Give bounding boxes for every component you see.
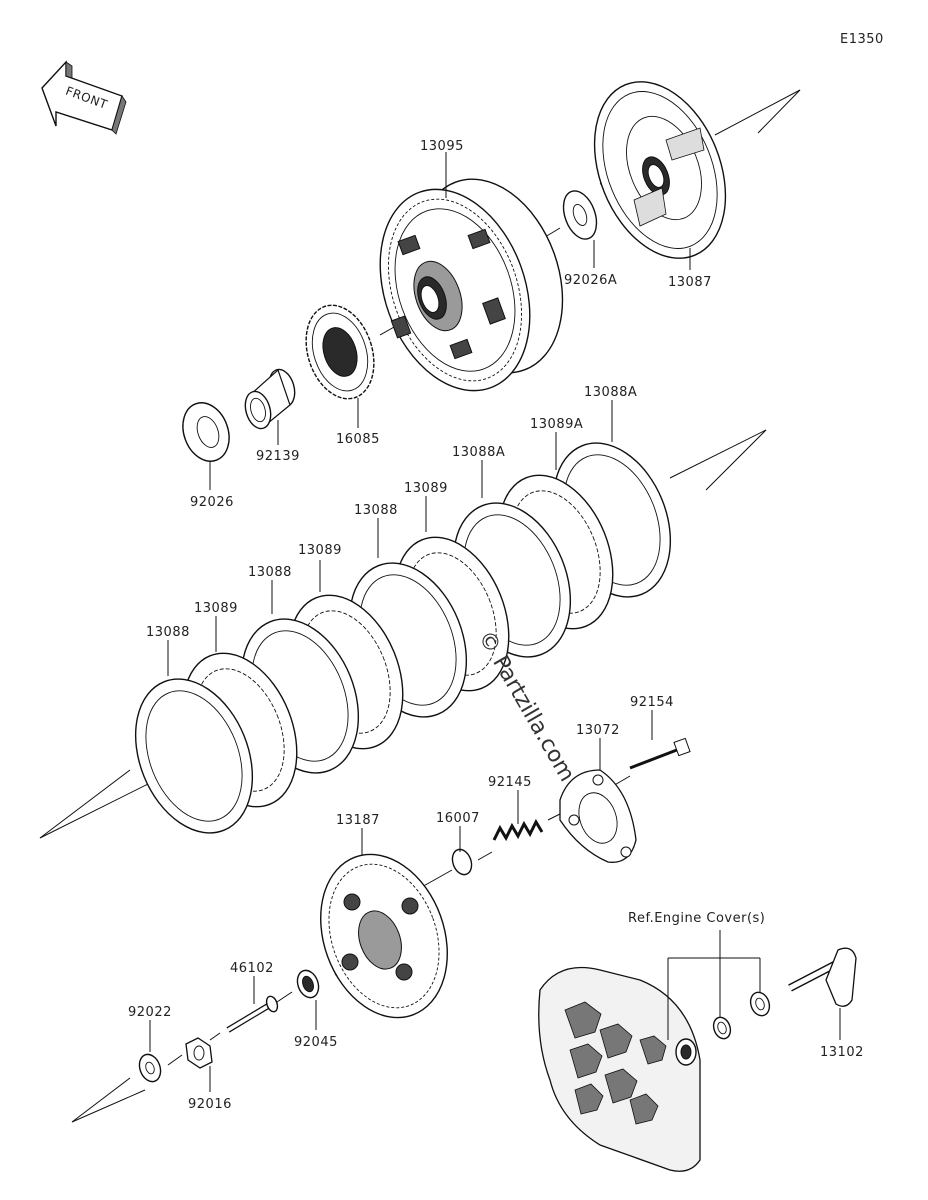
label-13187[interactable]: 13187 [336,813,380,828]
ref-engine-cover-note: Ref.Engine Cover(s) [628,911,765,926]
label-13089-c[interactable]: 13089 [194,601,238,616]
label-13089A[interactable]: 13089A [530,417,583,432]
part-92154-bolt [629,737,691,770]
part-92016-nut [185,1037,213,1069]
label-13087[interactable]: 13087 [668,275,712,290]
label-92045[interactable]: 92045 [294,1035,338,1050]
label-13088A-top[interactable]: 13088A [584,385,637,400]
label-92026[interactable]: 92026 [190,495,234,510]
clutch-plate-stack [134,442,672,834]
part-92139-bushing [244,368,296,430]
label-13088-b[interactable]: 13088 [248,565,292,580]
label-16085[interactable]: 16085 [336,432,380,447]
part-92026A-washer [562,190,598,240]
engine-cover-reference [538,966,701,1172]
leader-lines [149,152,841,1092]
part-46102-pushrod [226,995,279,1033]
ref-seal-parts [667,930,771,1040]
label-92022[interactable]: 92022 [128,1005,172,1020]
label-13088-a[interactable]: 13088 [354,503,398,518]
part-92022-washer [138,1053,162,1083]
part-labels: 13095 13087 92026A 16085 92139 92026 130… [128,139,864,1112]
part-16085-gear [305,304,375,400]
diagram-code: E1350 [840,32,884,47]
part-13102-release-shaft [788,947,857,1007]
label-92154[interactable]: 92154 [630,695,674,710]
label-16007[interactable]: 16007 [436,811,480,826]
part-92045-bearing [296,969,320,999]
label-13089-a[interactable]: 13089 [404,481,448,496]
label-92145[interactable]: 92145 [488,775,532,790]
part-92026-washer [182,402,230,462]
front-arrow-icon: FRONT [41,60,127,135]
part-13095-clutch-hub-gear [379,178,564,392]
label-13095[interactable]: 13095 [420,139,464,154]
label-13102[interactable]: 13102 [820,1045,864,1060]
label-92139[interactable]: 92139 [256,449,300,464]
part-16007-ring [451,848,473,876]
label-46102[interactable]: 46102 [230,961,274,976]
label-13088-c[interactable]: 13088 [146,625,190,640]
label-13088A-mid[interactable]: 13088A [452,445,505,460]
part-13087-clutch-housing [593,81,727,259]
label-13089-b[interactable]: 13089 [298,543,342,558]
part-92145-spring [492,818,544,842]
part-13187-pressure-plate [320,853,448,1019]
label-92016[interactable]: 92016 [188,1097,232,1112]
label-92026A[interactable]: 92026A [564,273,617,288]
part-13072-plate [559,769,637,863]
label-13072[interactable]: 13072 [576,723,620,738]
